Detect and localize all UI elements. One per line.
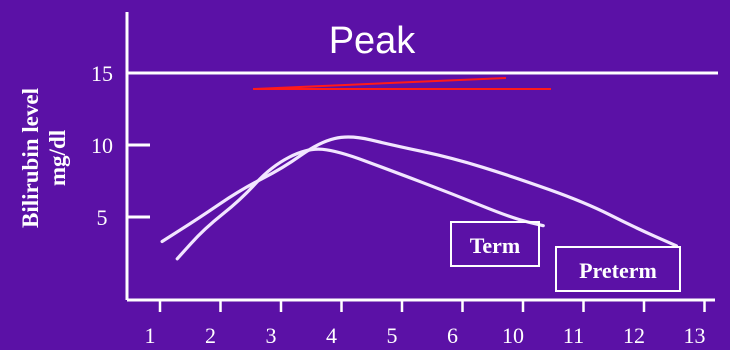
- series-label-box-preterm: [555, 246, 681, 292]
- y-tick-label: 10: [91, 133, 113, 158]
- x-tick-label: 11: [563, 323, 584, 348]
- annotation-red-line-2: [252, 77, 507, 90]
- y-tick-label: 5: [97, 205, 108, 230]
- series-label-box-term: [450, 221, 540, 267]
- x-tick-label: 5: [387, 323, 398, 348]
- x-tick-label: 4: [326, 323, 337, 348]
- y-axis-title: Bilirubin level mg/dl: [18, 88, 70, 228]
- x-tick-label: 2: [205, 323, 216, 348]
- x-tick-label: 13: [684, 323, 706, 348]
- x-tick-label: 1: [145, 323, 156, 348]
- series-label-preterm: Preterm: [579, 258, 657, 283]
- x-tick-label: 10: [502, 323, 524, 348]
- x-tick-label: 3: [266, 323, 277, 348]
- chart-title: Peak: [329, 20, 417, 62]
- x-tick-label: 6: [447, 323, 458, 348]
- series-line-preterm: [160, 135, 678, 248]
- series-label-term: Term: [470, 233, 521, 258]
- y-tick-label: 15: [91, 61, 113, 86]
- peak-annotation: [252, 77, 551, 90]
- x-tick-label: 12: [623, 323, 645, 348]
- y-axis-title-line2: mg/dl: [45, 130, 70, 186]
- series-group: [160, 135, 678, 261]
- y-axis-title-line1: Bilirubin level: [18, 88, 43, 228]
- y-ticks: 5 10 15: [91, 61, 150, 230]
